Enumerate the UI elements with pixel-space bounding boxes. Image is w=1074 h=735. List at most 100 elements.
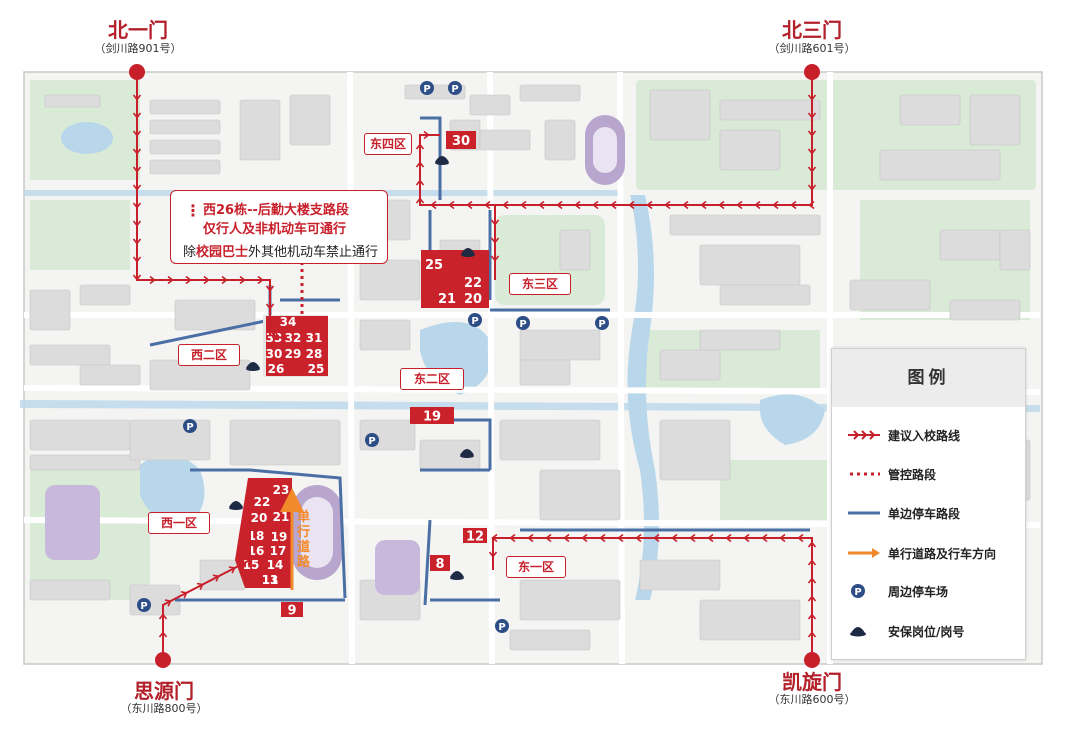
- svg-text:P: P: [598, 319, 605, 330]
- callout-dots-icon: ⋮: [185, 201, 201, 220]
- svg-text:P: P: [498, 622, 505, 633]
- controlled-dots-icon: [846, 466, 882, 482]
- svg-text:P: P: [368, 436, 375, 447]
- security-icons: [229, 156, 475, 580]
- gate-kaixuan-address: （东川路600号）: [768, 693, 856, 706]
- security-guard-icon: [461, 248, 475, 257]
- gate-siyuan-address: （东川路800号）: [120, 702, 208, 715]
- svg-text:30: 30: [452, 134, 470, 149]
- legend-item-label: 周边停车场: [888, 585, 949, 599]
- single-side-parking-lines: [149, 116, 810, 606]
- parking-icon[interactable]: P: [495, 619, 509, 633]
- parking-block-east1-8[interactable]: 8: [430, 555, 450, 572]
- svg-text:9: 9: [287, 604, 296, 619]
- parking-icon[interactable]: P: [137, 598, 151, 612]
- zone-east1[interactable]: 东一区: [506, 556, 566, 578]
- svg-text:P: P: [471, 316, 478, 327]
- parking-icon[interactable]: P: [183, 419, 197, 433]
- parking-icon[interactable]: P: [420, 81, 434, 95]
- restriction-callout: ⋮ 西26栋--后勤大楼支路段 仅行人及非机动车可通行 除校园巴士外其他机动车禁…: [170, 190, 388, 264]
- security-guard-icon: [846, 623, 882, 639]
- gate-north1-name: 北一门: [108, 18, 168, 42]
- parking-block-west2-29[interactable]: 29: [285, 347, 302, 361]
- svg-text:19: 19: [423, 410, 441, 425]
- legend-item: P 周边停车场: [832, 577, 1025, 605]
- one-way-road-label: 单行道路: [297, 510, 311, 570]
- parking-block-west2-31[interactable]: 31: [306, 331, 323, 345]
- parking-icon: P: [846, 583, 882, 599]
- zone-east3[interactable]: 东三区: [509, 273, 571, 295]
- parking-block-west1-18[interactable]: 18: [248, 529, 265, 543]
- parking-block-west2-30[interactable]: 30: [266, 347, 283, 361]
- callout-line1: 西26栋--后勤大楼支路段: [203, 203, 349, 218]
- zone-west2[interactable]: 西二区: [178, 344, 240, 366]
- parking-icon[interactable]: P: [595, 316, 609, 330]
- parking-block-west1-19[interactable]: 19: [271, 530, 288, 544]
- parking-block-west2-28[interactable]: 28: [306, 347, 323, 361]
- water: [20, 122, 1040, 600]
- gate-kaixuan-dot: [804, 652, 820, 668]
- legend-item: 管控路段: [832, 460, 1025, 488]
- security-guard-icon: [450, 571, 464, 580]
- parking-block-west2-25[interactable]: 25: [308, 362, 325, 376]
- callout-line2: 仅行人及非机动车可通行: [203, 222, 347, 237]
- security-guard-icon: [229, 501, 243, 510]
- svg-text:P: P: [423, 84, 430, 95]
- gate-north3-address: （剑川路601号）: [768, 42, 856, 55]
- parking-block-east3-21[interactable]: 21: [438, 292, 456, 307]
- parking-icon[interactable]: P: [448, 81, 462, 95]
- svg-text:P: P: [451, 84, 458, 95]
- zone-west1[interactable]: 西一区: [148, 512, 210, 534]
- callout-line3-prefix: 除: [183, 245, 197, 260]
- parking-block-west1-17[interactable]: 17: [270, 544, 287, 558]
- legend-item: 建议入校路线: [832, 421, 1025, 449]
- parking-block-east1-12[interactable]: 12: [463, 528, 487, 545]
- gate-dots: [129, 64, 820, 668]
- route-arrow-icon: [846, 427, 882, 443]
- parking-block-east3-25[interactable]: 25: [425, 258, 443, 273]
- parking-icon[interactable]: P: [468, 313, 482, 327]
- orange-arrow-icon: [846, 545, 882, 561]
- parking-block-west2-34[interactable]: 34: [280, 315, 297, 329]
- gate-north3-name: 北三门: [782, 18, 842, 42]
- parking-block-west1-21[interactable]: 21: [273, 510, 290, 524]
- parking-block-west-9[interactable]: 9: [281, 602, 303, 619]
- legend-item-label: 单边停车路段: [888, 507, 961, 521]
- parking-block-west1-14[interactable]: 14: [267, 558, 284, 572]
- security-guard-icon: [435, 156, 449, 165]
- parking-block-west1-20[interactable]: 20: [251, 511, 268, 525]
- legend-item-label: 建议入校路线: [888, 429, 961, 443]
- parking-block-west1-11[interactable]: 11: [262, 573, 279, 587]
- parking-block-west1-13[interactable]: 13: [262, 573, 279, 587]
- parking-block-west1-22[interactable]: 22: [254, 495, 271, 509]
- parking-block-west1-16[interactable]: 16: [248, 544, 265, 558]
- gate-north1-dot: [129, 64, 145, 80]
- zone-east4[interactable]: 东四区: [364, 133, 412, 155]
- zone-east2[interactable]: 东二区: [400, 368, 464, 390]
- svg-text:12: 12: [466, 530, 484, 545]
- parking-block-west2-26[interactable]: 26: [268, 362, 285, 376]
- parking-area-west2: [266, 316, 328, 376]
- parking-icon[interactable]: P: [516, 316, 530, 330]
- parking-block-west1-23[interactable]: 23: [273, 483, 290, 497]
- legend-item: 单行道路及行车方向: [832, 539, 1025, 567]
- svg-text:8: 8: [435, 557, 444, 572]
- blue-line-icon: [846, 505, 882, 521]
- parking-block-west2-32[interactable]: 32: [285, 331, 302, 345]
- parking-icon[interactable]: P: [365, 433, 379, 447]
- legend-item: 单边停车路段: [832, 499, 1025, 527]
- svg-text:P: P: [140, 601, 147, 612]
- legend-item-label: 管控路段: [888, 468, 937, 482]
- parking-block-east4-30[interactable]: 30: [446, 131, 476, 149]
- svg-text:P: P: [854, 587, 861, 598]
- legend-item-label: 单行道路及行车方向: [888, 547, 997, 561]
- gate-north1-address: （剑川路901号）: [94, 42, 182, 55]
- parking-block-east3-20[interactable]: 20: [464, 292, 482, 307]
- security-guard-icon: [246, 362, 260, 371]
- parking-area-east3: [421, 250, 489, 308]
- parking-block-east2-19[interactable]: 19: [410, 407, 454, 425]
- gate-siyuan-name: 思源门: [134, 679, 194, 703]
- parking-block-east3-22[interactable]: 22: [464, 276, 482, 291]
